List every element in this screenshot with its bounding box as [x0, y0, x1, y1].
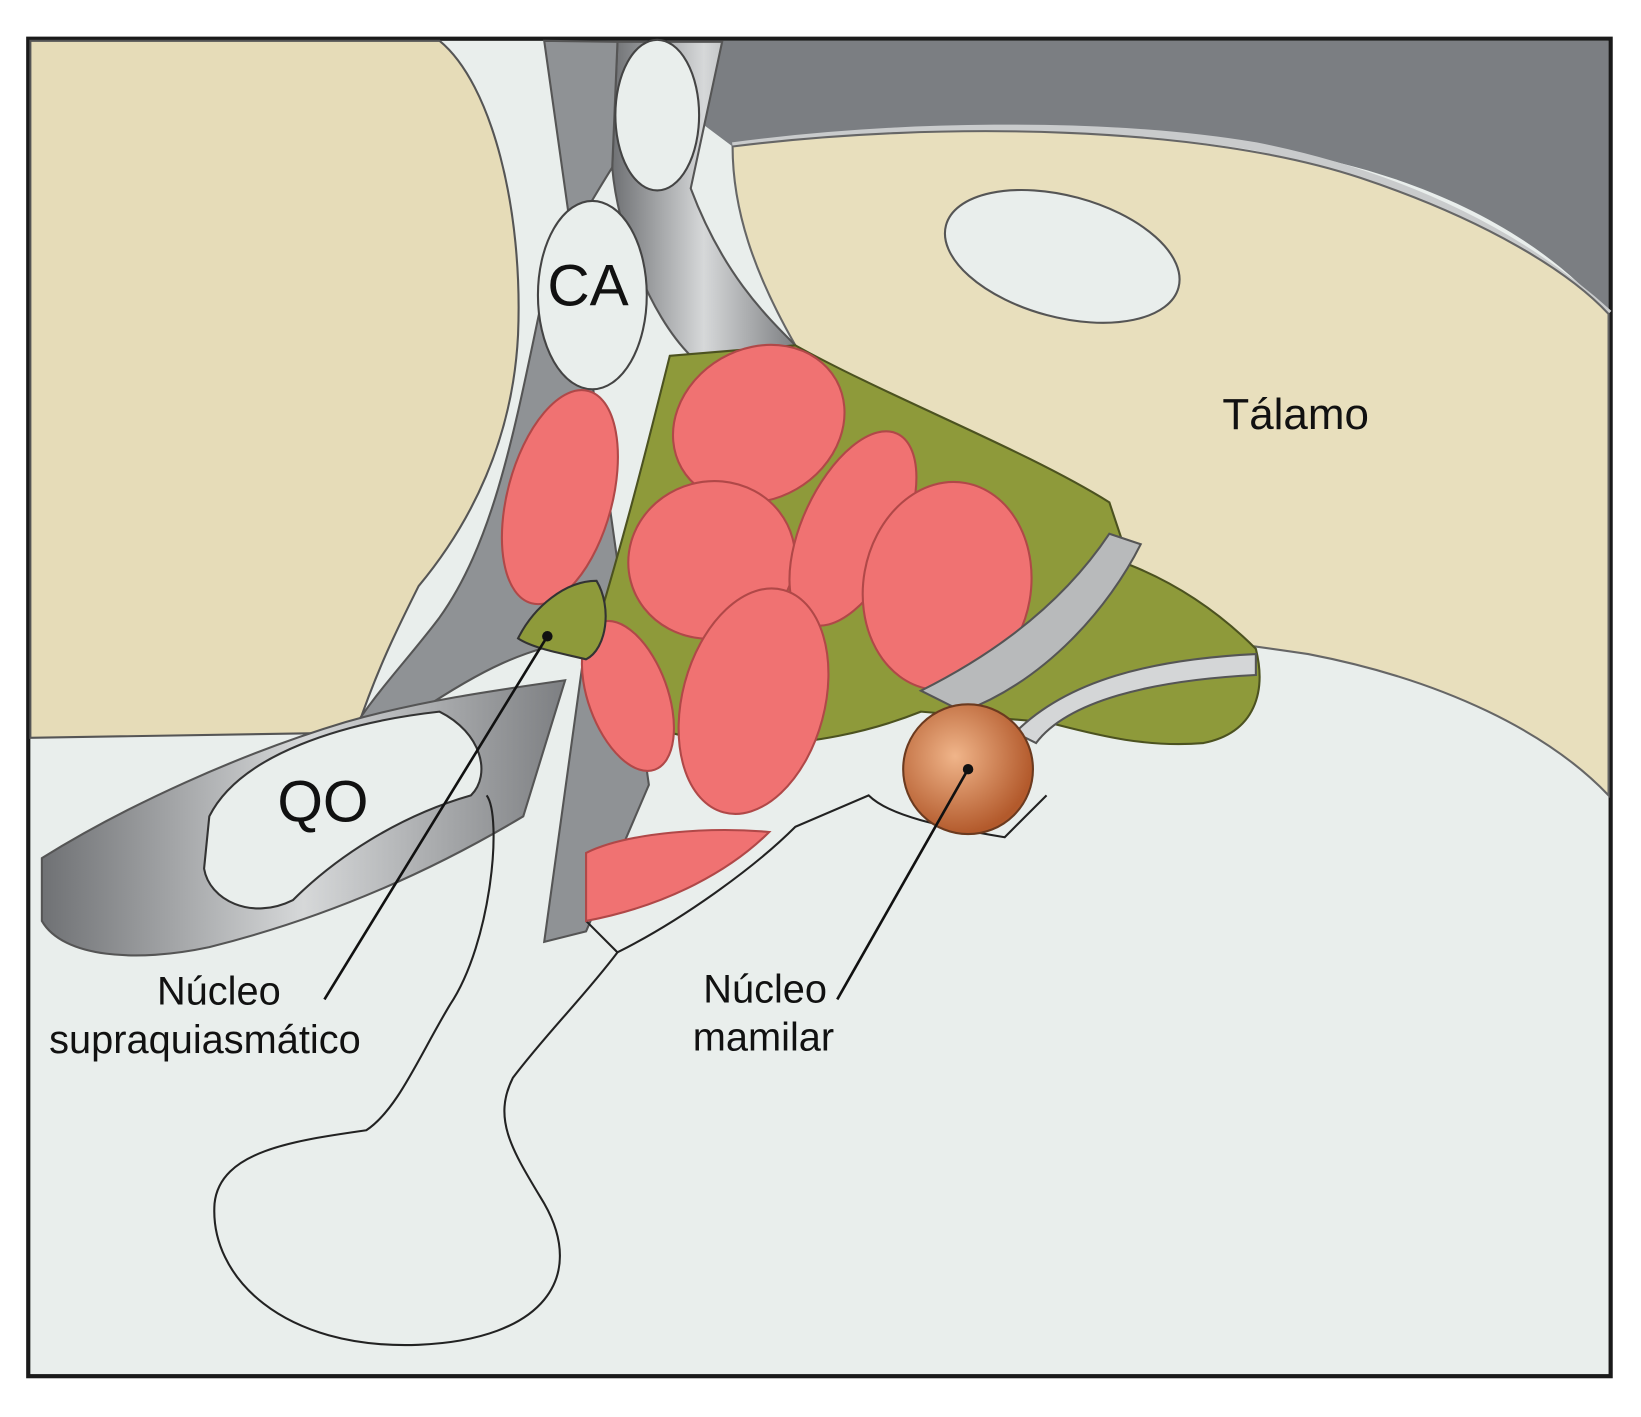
label-talamo: Tálamo — [1222, 390, 1369, 439]
pituitary-outline — [213, 794, 619, 1346]
leader-line-mamilar — [836, 768, 970, 1001]
frontal-lobe — [29, 39, 520, 739]
corpus-callosum-region — [669, 40, 1609, 314]
interthalamic-adhesion — [943, 188, 1181, 324]
leader-line-supraquiasmatico — [323, 635, 549, 1001]
label-mamilar-1: Núcleo — [703, 968, 827, 1012]
label-supraquiasmatico-1: Núcleo — [157, 970, 281, 1014]
label-qo: QO — [277, 770, 368, 835]
label-ca: CA — [547, 254, 628, 319]
label-mamilar-2: mamilar — [693, 1016, 834, 1060]
label-supraquiasmatico-2: supraquiasmático — [49, 1018, 361, 1062]
suprachiasmatic-nucleus — [516, 579, 607, 661]
anterior-commissure — [536, 199, 648, 391]
